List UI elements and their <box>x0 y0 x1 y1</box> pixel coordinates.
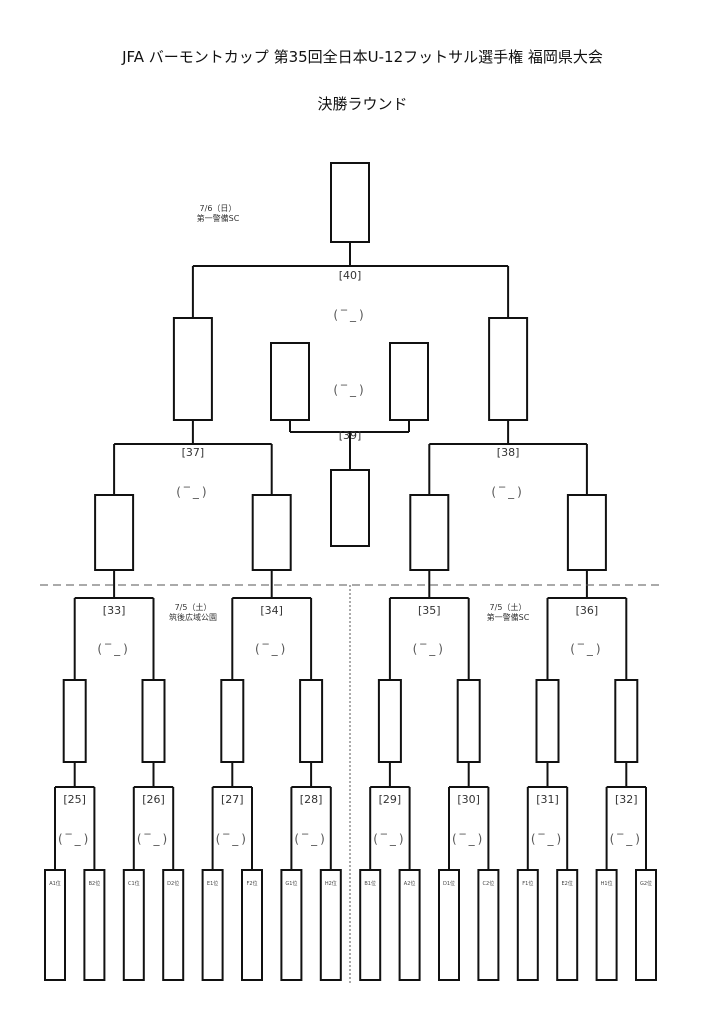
seed-label: A2位 <box>403 881 416 887</box>
venue-name: 第一警備SC <box>486 613 530 622</box>
seed-label: H1位 <box>600 881 613 887</box>
venue-date: 7/5（土） <box>489 603 527 612</box>
seed-label: F2位 <box>246 881 258 887</box>
score-placeholder: (‾_) <box>58 832 92 846</box>
seed-label: G2位 <box>639 881 653 887</box>
document-title: JFA バーモントカップ 第35回全日本U-12フットサル選手権 福岡県大会 <box>122 48 603 66</box>
match-number: [35] <box>418 604 441 617</box>
score-placeholder: (‾_) <box>333 308 367 322</box>
champion-slot <box>330 162 370 243</box>
seed-label: A1位 <box>49 881 61 887</box>
match-number: [32] <box>615 793 638 806</box>
score-placeholder: (‾_) <box>136 832 171 846</box>
winner-slot <box>409 494 450 571</box>
match-number: [26] <box>142 793 165 806</box>
finalist-slot <box>488 317 529 421</box>
winner-slot <box>141 679 166 763</box>
score-placeholder: (‾_) <box>412 642 446 656</box>
seed-label: D1位 <box>442 881 456 887</box>
seed-label: C1位 <box>127 881 140 887</box>
score-placeholder: (‾_) <box>609 832 643 846</box>
match-number: [31] <box>536 793 559 806</box>
match-number: [36] <box>575 604 599 617</box>
winner-slot <box>566 494 607 571</box>
seed-label: C2位 <box>482 881 495 887</box>
seed-label: H2位 <box>324 881 337 887</box>
seed-label: E1位 <box>206 881 219 887</box>
score-placeholder: (‾_) <box>570 642 604 656</box>
third-place-winner-slot <box>330 469 370 547</box>
venue-date: 7/5（土） <box>174 603 212 612</box>
match-number: [40] <box>338 269 362 282</box>
finalist-slot <box>172 317 213 421</box>
winner-slot <box>299 679 324 763</box>
match-number: [29] <box>378 793 402 806</box>
venue-note: 7/5（土）第一警備SC <box>487 603 530 623</box>
winner-slot <box>220 679 245 763</box>
match-number: [34] <box>260 604 283 617</box>
venue-note: 7/5（土）筑後広域公園 <box>169 603 217 623</box>
score-placeholder: (‾_) <box>97 642 131 656</box>
score-placeholder: (‾_) <box>215 832 249 846</box>
winner-slot <box>62 679 87 763</box>
score-placeholder: (‾_) <box>530 832 565 846</box>
seed-label: E2位 <box>561 881 573 887</box>
venue-note: 7/6（日）第一警備SC <box>197 204 240 224</box>
seed-label: B2位 <box>88 881 101 887</box>
third-place-slot <box>389 342 429 421</box>
match-number: [28] <box>299 793 323 806</box>
winner-slot <box>614 679 639 763</box>
seed-label: B1位 <box>364 881 376 887</box>
match-number: [39] <box>338 429 362 442</box>
match-number: [27] <box>221 793 244 806</box>
winner-slot <box>94 494 135 571</box>
score-placeholder: (‾_) <box>333 383 367 397</box>
venue-name: 第一警備SC <box>196 214 240 223</box>
match-number: [30] <box>457 793 480 806</box>
score-placeholder: (‾_) <box>176 485 210 499</box>
match-number: [25] <box>63 793 86 806</box>
seed-label: G1位 <box>285 881 298 887</box>
score-placeholder: (‾_) <box>255 642 289 656</box>
score-placeholder: (‾_) <box>491 485 525 499</box>
match-number: [38] <box>496 446 520 459</box>
seed-label: D2位 <box>167 881 180 887</box>
winner-slot <box>456 679 481 763</box>
winner-slot <box>377 679 402 763</box>
third-place-slot <box>270 342 310 421</box>
score-placeholder: (‾_) <box>294 832 328 846</box>
document-subtitle: 決勝ラウンド <box>317 95 408 113</box>
score-placeholder: (‾_) <box>373 832 407 846</box>
score-placeholder: (‾_) <box>452 832 486 846</box>
match-number: [37] <box>181 446 205 459</box>
venue-date: 7/6（日） <box>199 204 237 213</box>
venue-name: 筑後広域公園 <box>169 613 217 622</box>
winner-slot <box>535 679 560 763</box>
match-number: [33] <box>102 604 126 617</box>
seed-label: F1位 <box>522 881 534 887</box>
winner-slot <box>251 494 292 571</box>
